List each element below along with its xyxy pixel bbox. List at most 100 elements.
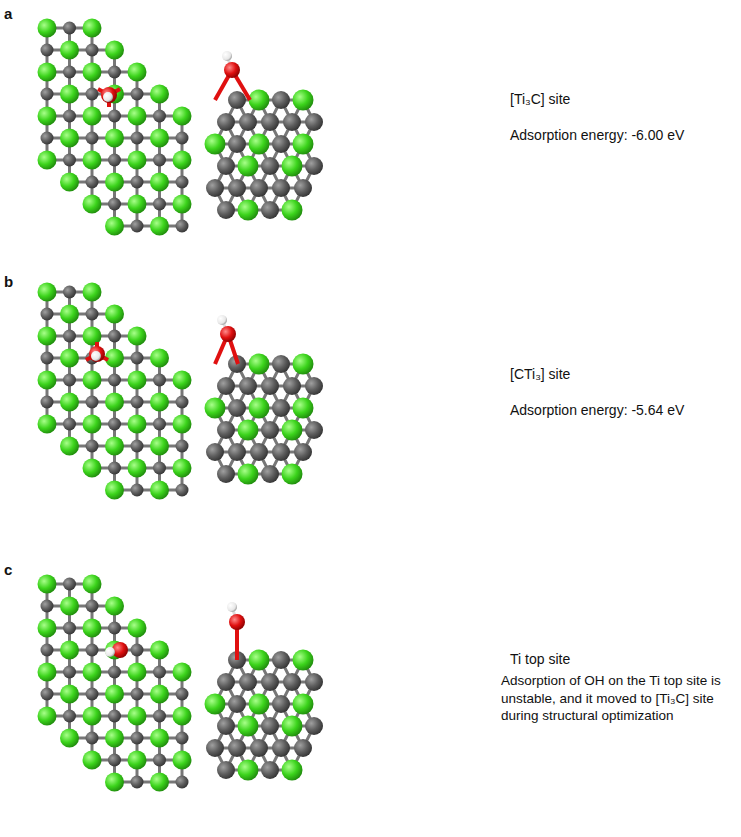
titanium-atom: [128, 707, 147, 726]
carbon-atom: [305, 113, 323, 131]
carbon-atom: [108, 710, 121, 723]
titanium-atom: [205, 694, 226, 715]
titanium-atom: [60, 85, 79, 104]
carbon-atom: [272, 443, 290, 461]
titanium-atom: [105, 437, 124, 456]
carbon-atom: [86, 396, 99, 409]
carbon-atom: [305, 421, 323, 439]
carbon-atom: [108, 666, 121, 679]
carbon-atom: [153, 710, 166, 723]
carbon-atom: [41, 352, 54, 365]
carbon-atom: [261, 201, 279, 219]
carbon-atom: [261, 377, 279, 395]
carbon-atom: [131, 396, 144, 409]
titanium-atom: [282, 464, 303, 485]
carbon-atom: [228, 443, 246, 461]
titanium-atom: [238, 420, 259, 441]
carbon-atom: [176, 732, 189, 745]
carbon-atom: [176, 688, 189, 701]
carbon-atom: [228, 135, 246, 153]
titanium-atom: [83, 63, 102, 82]
note-text: Adsorption of OH on the Ti top site is u…: [501, 672, 736, 725]
carbon-atom: [305, 377, 323, 395]
titanium-atom: [128, 751, 147, 770]
titanium-atom: [238, 464, 259, 485]
titanium-atom: [150, 217, 169, 236]
carbon-atom: [228, 695, 246, 713]
titanium-atom: [128, 151, 147, 170]
titanium-atom: [128, 371, 147, 390]
carbon-atom: [176, 132, 189, 145]
carbon-atom: [86, 644, 99, 657]
titanium-atom: [83, 151, 102, 170]
carbon-atom: [86, 44, 99, 57]
titanium-atom: [249, 134, 270, 155]
carbon-atom: [108, 462, 121, 475]
carbon-atom: [153, 462, 166, 475]
titanium-atom: [150, 641, 169, 660]
carbon-atom: [217, 465, 235, 483]
titanium-atom: [60, 349, 79, 368]
titanium-atom: [249, 398, 270, 419]
titanium-atom: [173, 151, 192, 170]
titanium-atom: [38, 283, 57, 302]
carbon-atom: [176, 220, 189, 233]
titanium-atom: [150, 85, 169, 104]
carbon-atom: [86, 600, 99, 613]
carbon-atom: [41, 688, 54, 701]
carbon-atom: [261, 421, 279, 439]
oxygen-atom: [89, 346, 105, 362]
titanium-atom: [83, 415, 102, 434]
carbon-atom: [86, 132, 99, 145]
titanium-atom: [238, 760, 259, 781]
carbon-atom: [41, 644, 54, 657]
carbon-atom: [176, 396, 189, 409]
carbon-atom: [217, 157, 235, 175]
titanium-atom: [128, 195, 147, 214]
titanium-atom: [128, 327, 147, 346]
titanium-atom: [105, 305, 124, 324]
oxygen-atom: [220, 326, 236, 342]
carbon-atom: [131, 176, 144, 189]
titanium-atom: [38, 19, 57, 38]
titanium-atom: [150, 437, 169, 456]
carbon-atom: [131, 776, 144, 789]
titanium-atom: [60, 41, 79, 60]
titanium-atom: [38, 327, 57, 346]
carbon-atom: [108, 154, 121, 167]
titanium-atom: [83, 459, 102, 478]
carbon-atom: [86, 88, 99, 101]
carbon-atom: [41, 396, 54, 409]
carbon-atom: [153, 154, 166, 167]
carbon-atom: [41, 600, 54, 613]
carbon-atom: [217, 421, 235, 439]
hydrogen-atom: [222, 51, 232, 61]
carbon-atom: [294, 739, 312, 757]
titanium-atom: [105, 173, 124, 192]
titanium-atom: [282, 200, 303, 221]
titanium-atom: [60, 729, 79, 748]
titanium-atom: [60, 393, 79, 412]
carbon-atom: [272, 179, 290, 197]
titanium-atom: [128, 63, 147, 82]
carbon-atom: [86, 176, 99, 189]
carbon-atom: [131, 220, 144, 233]
carbon-atom: [206, 179, 224, 197]
carbon-atom: [261, 157, 279, 175]
titanium-atom: [238, 716, 259, 737]
titanium-atom: [105, 597, 124, 616]
titanium-atom: [249, 354, 270, 375]
titanium-atom: [38, 707, 57, 726]
titanium-atom: [173, 459, 192, 478]
carbon-atom: [176, 440, 189, 453]
carbon-atom: [41, 132, 54, 145]
carbon-atom: [63, 154, 76, 167]
titanium-atom: [282, 716, 303, 737]
carbon-atom: [108, 418, 121, 431]
titanium-atom: [150, 481, 169, 500]
carbon-atom: [108, 198, 121, 211]
titanium-atom: [38, 663, 57, 682]
carbon-atom: [86, 308, 99, 321]
carbon-atom: [176, 776, 189, 789]
titanium-atom: [38, 371, 57, 390]
